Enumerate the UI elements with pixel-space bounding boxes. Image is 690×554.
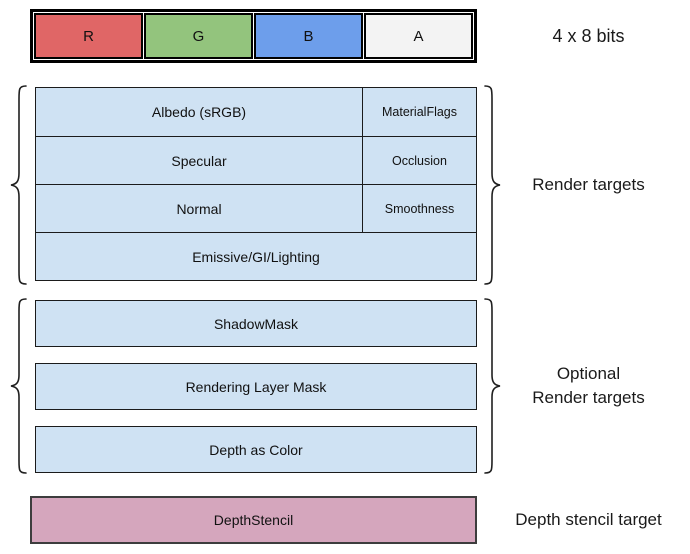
cell-materialflags: MaterialFlags [362,88,476,136]
cell-smoothness: Smoothness [362,185,476,232]
box-shadowmask: ShadowMask [35,300,477,347]
left-brace-render-targets [10,85,30,285]
rgba-channel-bar: R G B A [30,9,477,63]
table-row: Normal Smoothness [36,184,476,232]
cell-occlusion: Occlusion [362,137,476,184]
table-row: Albedo (sRGB) MaterialFlags [36,88,476,136]
channel-cell-r: R [34,13,143,59]
right-brace-render-targets [481,85,501,285]
table-row: Emissive/GI/Lighting [36,232,476,280]
right-brace-optional-targets [481,298,501,474]
cell-albedo: Albedo (sRGB) [151,104,247,120]
depth-stencil-target-label: Depth stencil target [515,510,662,529]
channel-cell-b: B [254,13,363,59]
cell-emissive: Emissive/GI/Lighting [192,248,320,265]
channel-cell-a: A [364,13,473,59]
channel-cell-g: G [144,13,253,59]
box-rendering-layer-mask: Rendering Layer Mask [35,363,477,410]
optional-label-line1: Optional [556,364,621,383]
left-brace-optional-targets [10,298,30,474]
cell-normal: Normal [176,200,222,217]
optional-render-targets-label: Optional Render targets [487,298,690,474]
optional-label-line2: Render targets [532,388,645,407]
box-depthstencil: DepthStencil [30,496,477,544]
bits-label: 4 x 8 bits [552,26,625,46]
box-depth-as-color: Depth as Color [35,426,477,473]
table-row: Specular Occlusion [36,136,476,184]
render-targets-label: Render targets [532,175,645,194]
render-targets-table: Albedo (sRGB) MaterialFlags Specular Occ… [35,87,477,281]
cell-specular: Specular [171,152,227,169]
